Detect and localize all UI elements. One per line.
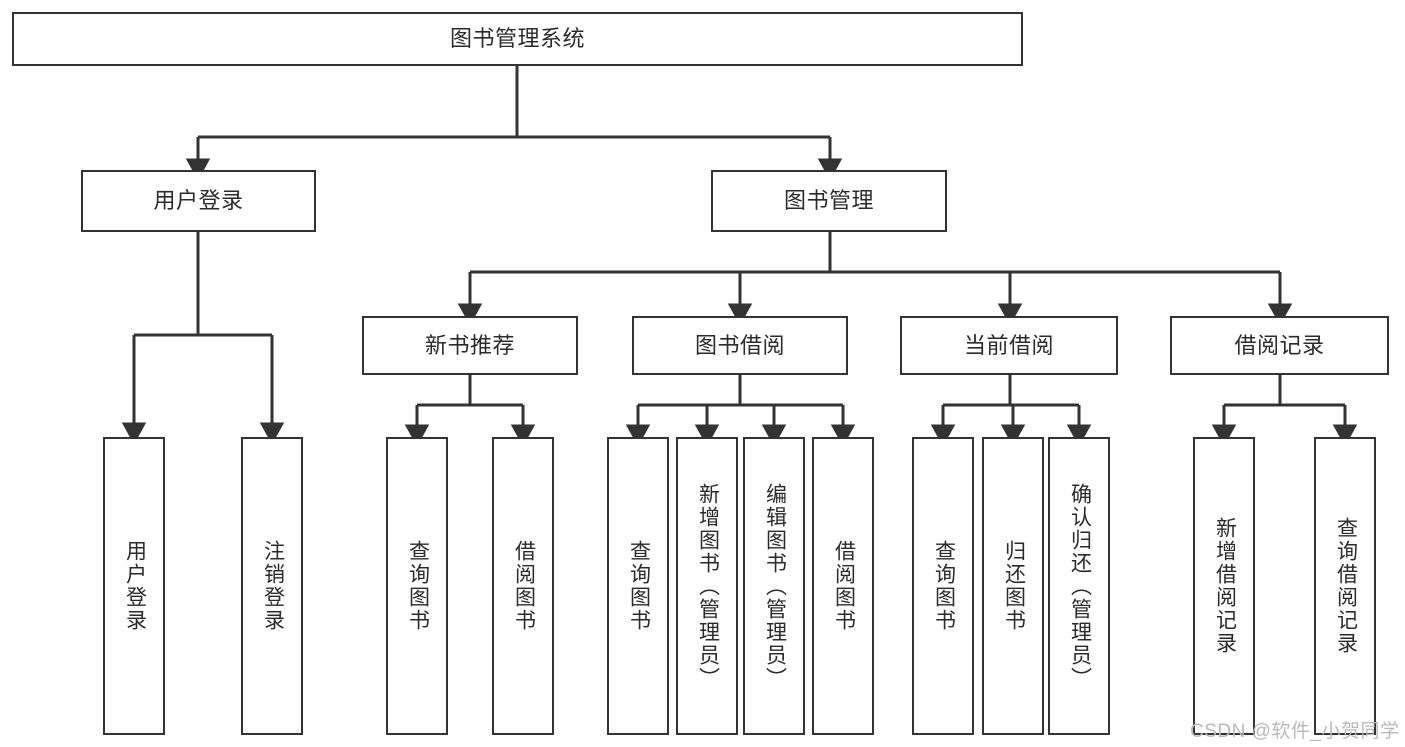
node-label: 新书推荐 bbox=[424, 332, 515, 358]
leaf-borrow-search-book[interactable]: 查询图书 bbox=[607, 437, 669, 735]
node-label: 借阅图书 bbox=[832, 540, 856, 632]
node-new-book-recommend[interactable]: 新书推荐 bbox=[362, 316, 578, 375]
node-label: 查询图书 bbox=[627, 540, 651, 632]
csdn-watermark: CSDN @软件_小贺同学 bbox=[1190, 721, 1400, 742]
node-label: 查询图书 bbox=[406, 540, 430, 632]
node-label: 图书管理 bbox=[783, 188, 874, 214]
node-label: 查询图书 bbox=[932, 540, 956, 632]
node-book-borrow[interactable]: 图书借阅 bbox=[632, 316, 848, 375]
leaf-current-confirm-return-admin[interactable]: 确认归还（管理员） bbox=[1048, 437, 1110, 735]
node-label: 借阅记录 bbox=[1234, 332, 1325, 358]
leaf-record-add-record[interactable]: 新增借阅记录 bbox=[1193, 437, 1255, 735]
leaf-current-return-book[interactable]: 归还图书 bbox=[982, 437, 1044, 735]
node-label: 新增借阅记录 bbox=[1213, 517, 1237, 655]
leaf-borrow-borrow-book[interactable]: 借阅图书 bbox=[812, 437, 874, 735]
node-label: 图书借阅 bbox=[694, 332, 785, 358]
node-label: 归还图书 bbox=[1002, 540, 1026, 632]
node-current-borrow[interactable]: 当前借阅 bbox=[900, 316, 1118, 375]
node-label: 借阅图书 bbox=[512, 540, 536, 632]
node-label: 编辑图书（管理员） bbox=[763, 482, 787, 690]
leaf-recommend-search-book[interactable]: 查询图书 bbox=[386, 437, 448, 735]
node-user-login[interactable]: 用户登录 bbox=[81, 170, 316, 232]
leaf-current-search-book[interactable]: 查询图书 bbox=[912, 437, 974, 735]
leaf-user-login-signin[interactable]: 用户登录 bbox=[103, 437, 165, 735]
node-book-management[interactable]: 图书管理 bbox=[711, 170, 947, 232]
node-label: 查询借阅记录 bbox=[1334, 517, 1358, 655]
node-root-system[interactable]: 图书管理系统 bbox=[12, 12, 1023, 66]
node-label: 用户登录 bbox=[153, 188, 244, 214]
leaf-record-search-record[interactable]: 查询借阅记录 bbox=[1314, 437, 1376, 735]
node-label: 图书管理系统 bbox=[449, 26, 585, 52]
node-label: 当前借阅 bbox=[963, 332, 1054, 358]
node-label: 新增图书（管理员） bbox=[696, 482, 720, 690]
node-label: 确认归还（管理员） bbox=[1068, 482, 1092, 690]
leaf-borrow-edit-book-admin[interactable]: 编辑图书（管理员） bbox=[743, 437, 805, 735]
node-borrow-record[interactable]: 借阅记录 bbox=[1170, 316, 1389, 375]
leaf-user-login-signout[interactable]: 注销登录 bbox=[241, 437, 303, 735]
node-label: 用户登录 bbox=[123, 540, 147, 632]
node-label: 注销登录 bbox=[261, 540, 285, 632]
leaf-borrow-add-book-admin[interactable]: 新增图书（管理员） bbox=[676, 437, 738, 735]
leaf-recommend-borrow-book[interactable]: 借阅图书 bbox=[492, 437, 554, 735]
